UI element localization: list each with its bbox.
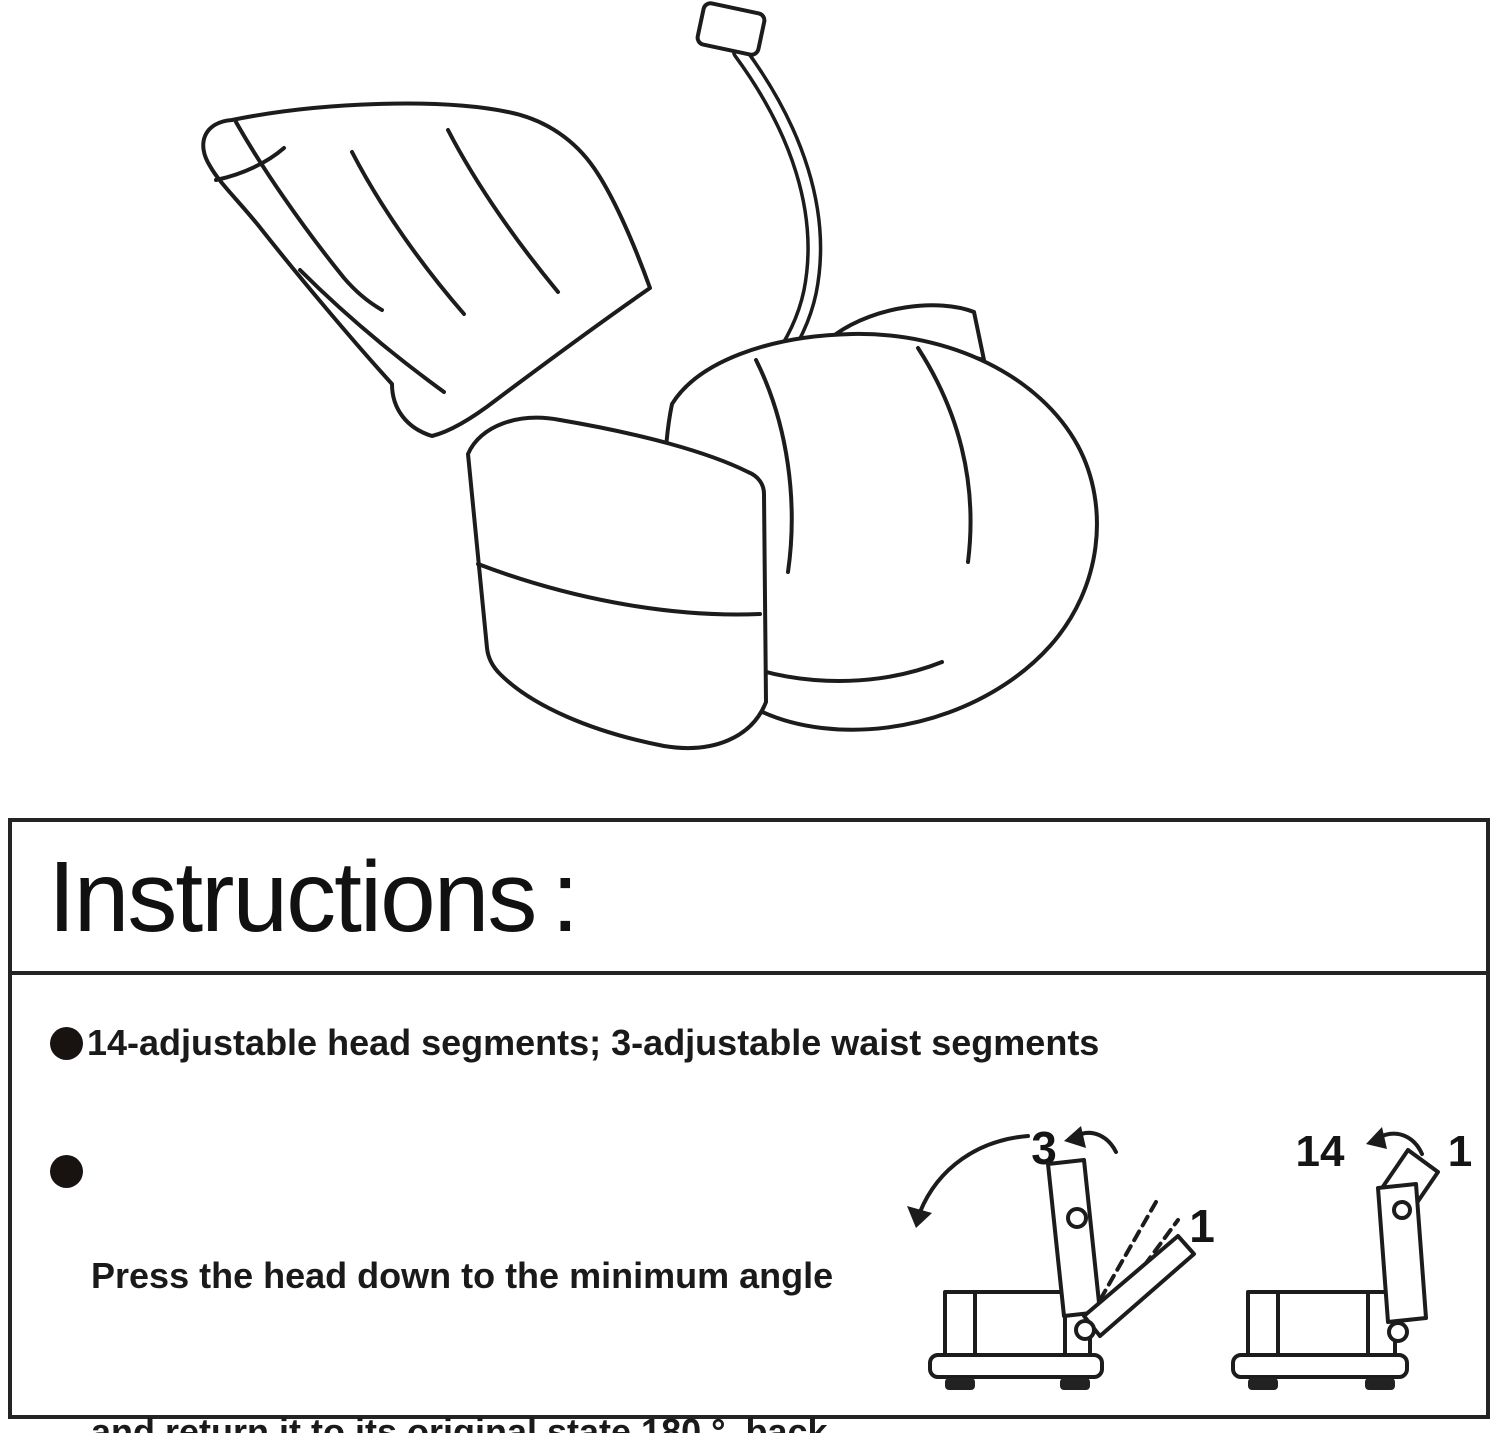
bullet-icon — [50, 1155, 83, 1188]
backrest-arm-angled — [1082, 1234, 1196, 1338]
chair-base-plate — [1231, 1353, 1409, 1379]
hinge-bolt — [1387, 1321, 1409, 1343]
bullet-text-line-1: Press the head down to the minimum angle — [91, 1255, 834, 1296]
chair-foot — [945, 1378, 975, 1390]
bullet-text-press: Press the head down to the minimum angle… — [91, 1146, 838, 1433]
arrowhead-icon — [1064, 1126, 1086, 1148]
chair-base — [1246, 1290, 1397, 1357]
instructions-panel: Instructions : 14-adjustable head segmen… — [8, 818, 1490, 1433]
chair-foot — [1365, 1378, 1395, 1390]
adjustment-hole — [1066, 1207, 1088, 1229]
bullet-text-line-2: and return it to its original state 180 … — [91, 1411, 838, 1433]
remote-control — [695, 1, 767, 57]
instructions-title: Instructions — [48, 840, 537, 953]
backrest-arm-upright — [1376, 1182, 1428, 1324]
head-adjustment-diagram: 14 1 — [1231, 1127, 1472, 1390]
waist-adjustment-diagram: 3 1 — [907, 1122, 1215, 1390]
chair-foot — [1060, 1378, 1090, 1390]
recliner-chair-illustration — [201, 1, 1099, 751]
waist-start-label: 1 — [1189, 1200, 1215, 1252]
chair-base-plate — [928, 1353, 1104, 1379]
adjustment-hole — [1392, 1200, 1412, 1220]
bullet-item-segments: 14-adjustable head segments; 3-adjustabl… — [50, 1022, 1099, 1064]
instructions-title-colon: : — [551, 840, 579, 953]
chair-backrest — [201, 101, 652, 438]
head-max-label: 14 — [1296, 1127, 1345, 1176]
hinge-bolt — [1074, 1319, 1096, 1341]
chair-front-armrest — [466, 415, 768, 751]
chair-seat-cushion — [662, 331, 1099, 732]
arrowhead-icon — [1366, 1127, 1387, 1149]
chair-foot — [1248, 1378, 1278, 1390]
adjustment-diagrams: 3 1 — [907, 1122, 1472, 1390]
arrowhead-icon — [907, 1206, 932, 1228]
instructions-header: Instructions : — [12, 822, 1486, 975]
bullet-icon — [50, 1026, 83, 1060]
bullet-item-press: Press the head down to the minimum angle… — [50, 1146, 838, 1433]
head-start-label: 1 — [1448, 1127, 1472, 1176]
bullet-text-segments: 14-adjustable head segments; 3-adjustabl… — [87, 1022, 1100, 1063]
rotation-arrow-icon — [918, 1134, 1030, 1214]
